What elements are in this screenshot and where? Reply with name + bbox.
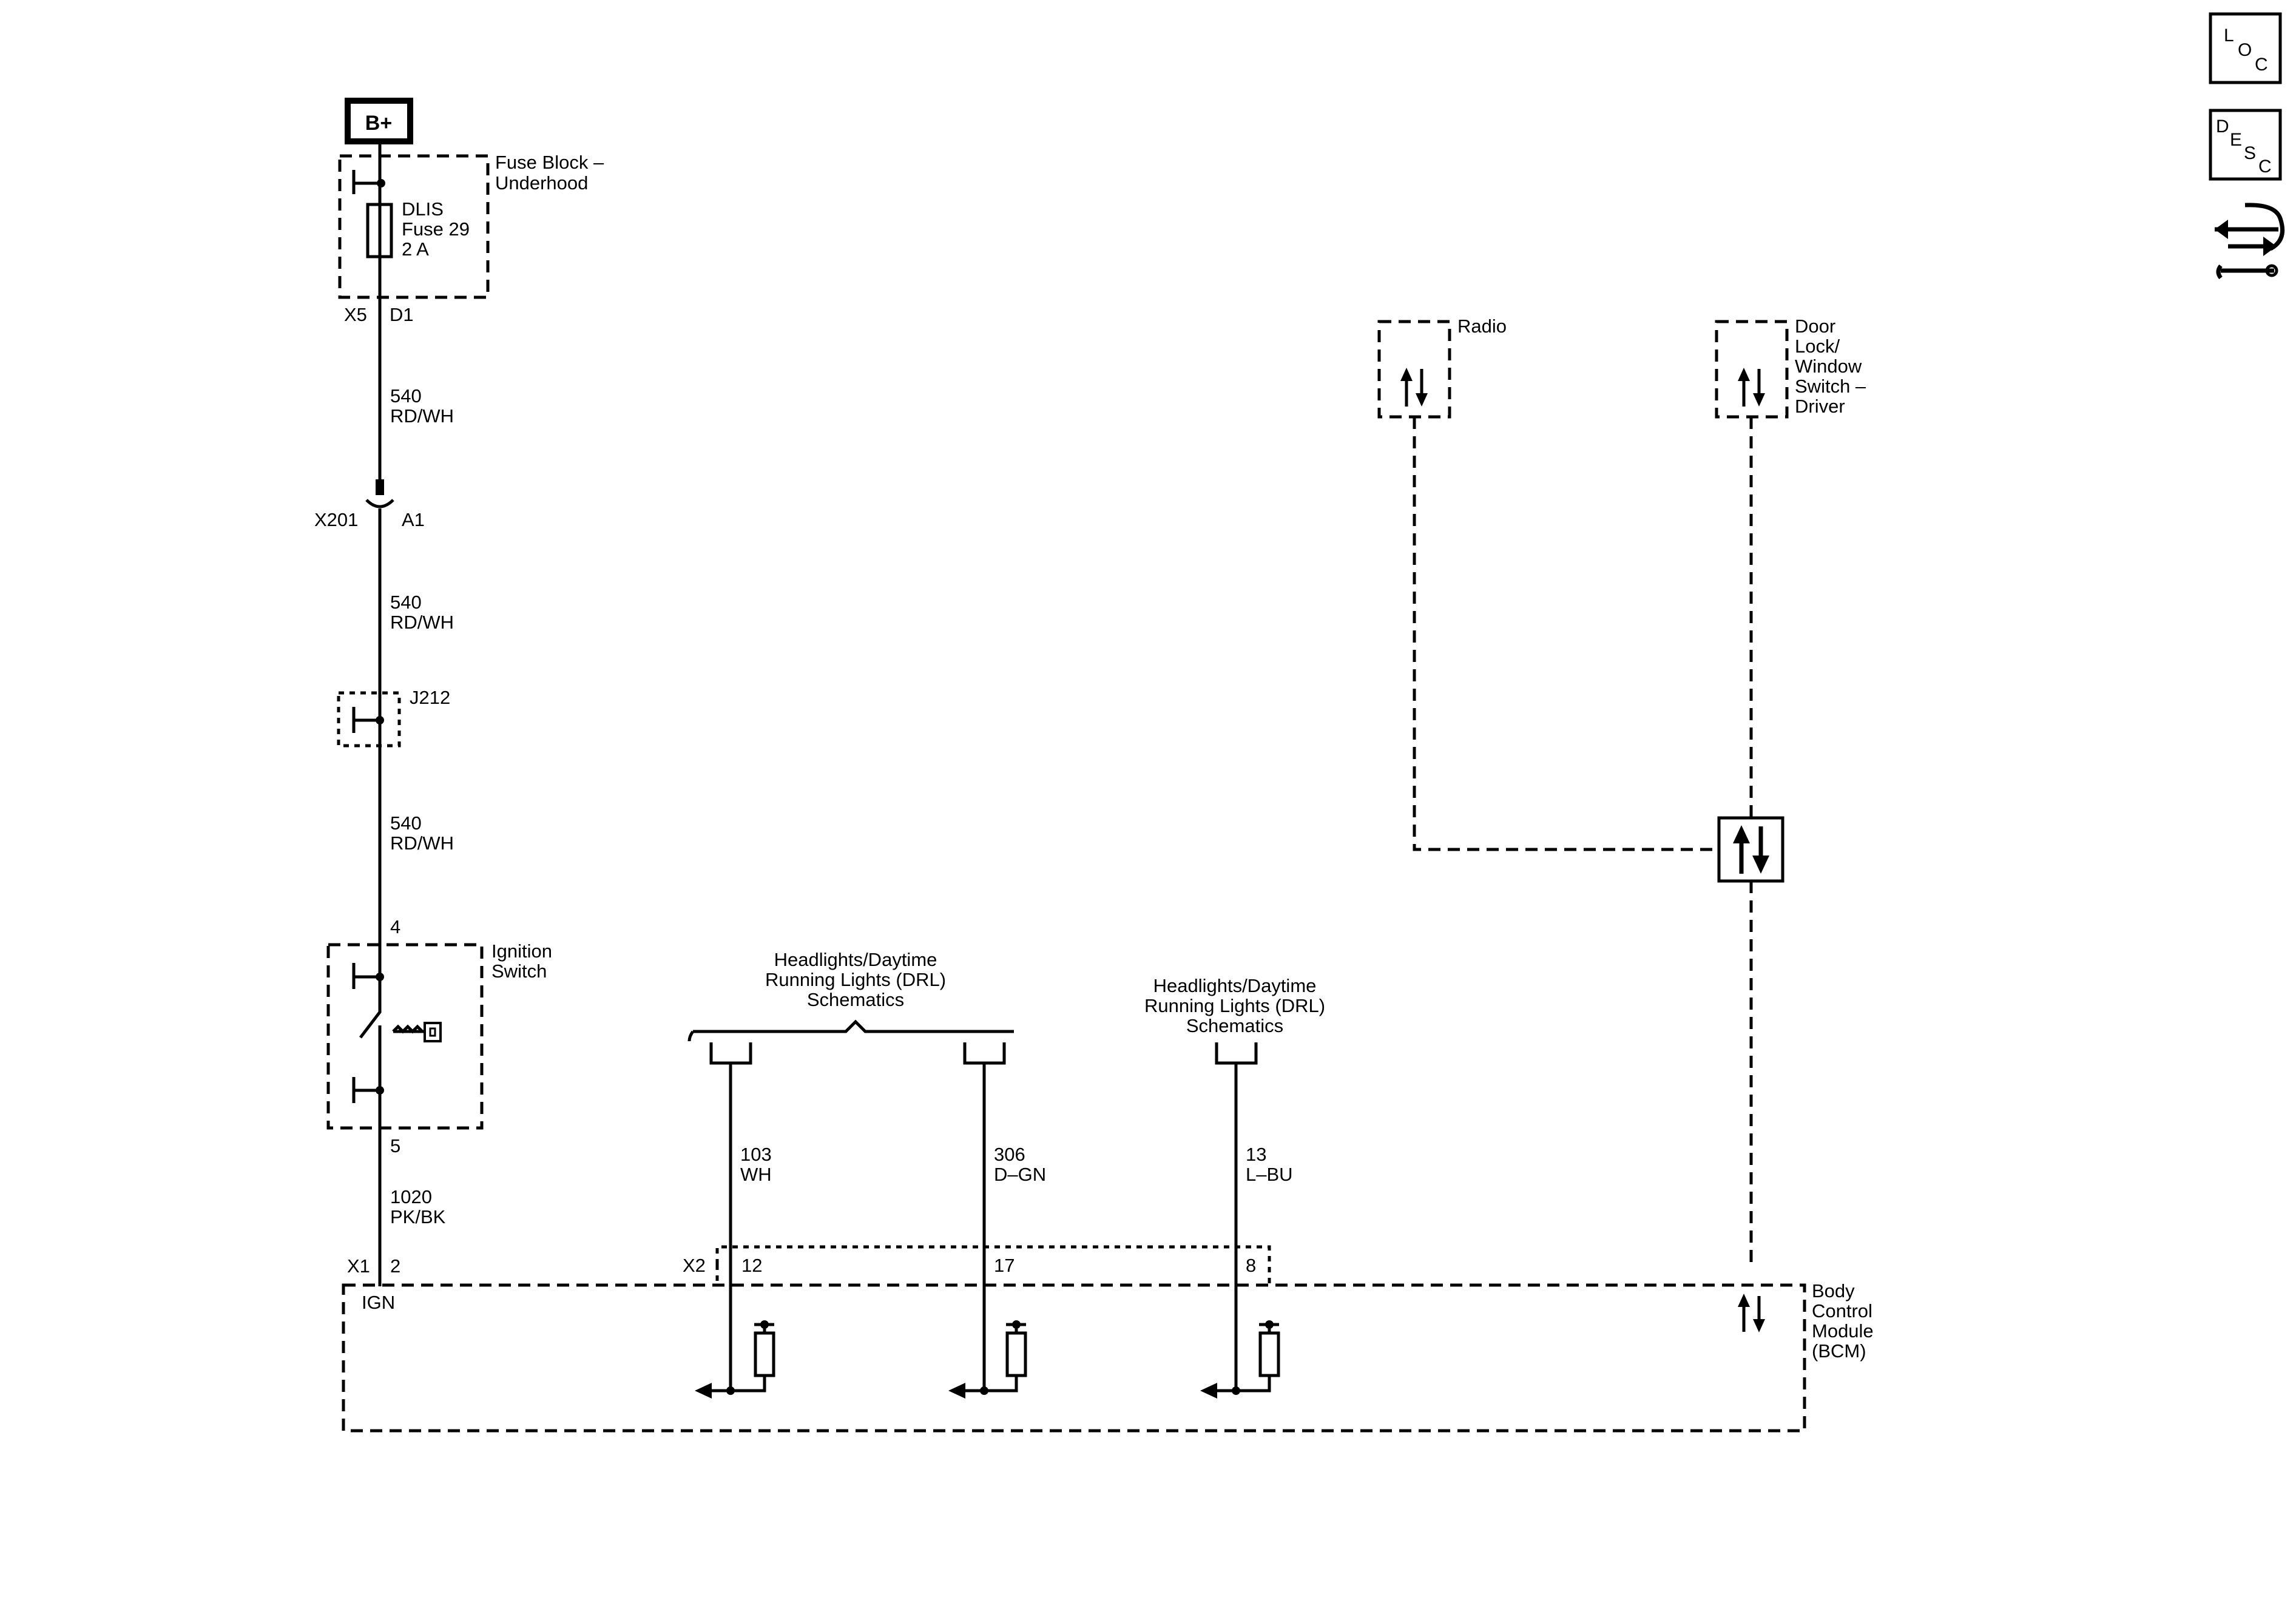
door-switch-label-l1: Door [1795,316,1835,337]
wire-540-c-circuit: 540 [390,812,422,834]
door-switch-label-l3: Window [1795,356,1862,377]
ref-right-l3: Schematics [1186,1015,1283,1036]
desc-icon-letter-d: D [2216,116,2229,137]
wire-1020-color: PK/BK [390,1206,446,1227]
bcm-label-l1: Body [1812,1280,1855,1301]
serial-data-arrows-icon [1738,1294,1765,1332]
bcm-input-circuit-306 [948,1320,1027,1399]
wire-306-circuit: 306 [994,1144,1025,1165]
wire-540-a-circuit: 540 [390,385,422,407]
splice-j212: J212 [337,687,450,748]
loc-icon[interactable]: L O C [2209,12,2282,84]
fuse-label-l1: DLIS [402,198,444,220]
x201-pin-a1: A1 [402,509,425,530]
j212-label: J212 [410,687,450,708]
key-icon [392,1022,442,1042]
loc-icon-letter-l: L [2224,25,2234,46]
fuse-pin-d1: D1 [390,304,414,325]
fuse-label-l3: 2 A [402,238,429,260]
serial-data-arrows-icon [1738,368,1765,407]
wire-540-a-color: RD/WH [390,405,454,427]
serial-data-junction [1717,816,1784,883]
wire-540-b-color: RD/WH [390,612,454,633]
ref-left-l1: Headlights/Daytime [774,949,937,970]
loc-icon-letter-o: O [2238,40,2252,60]
bcm-x1-label: X1 [347,1255,370,1277]
b-plus-label: B+ [365,112,392,135]
ignition-pin-4: 4 [390,916,400,937]
bcm-x2-label: X2 [683,1255,706,1276]
radio-module: Radio [1377,316,1507,419]
ref-right-l1: Headlights/Daytime [1153,975,1317,996]
ignition-pin-5: 5 [390,1135,400,1156]
ignition-label-l2: Switch [491,960,547,982]
wire-103-color: WH [740,1164,772,1185]
bcm-x2-pin-17: 17 [994,1255,1015,1276]
door-switch-label-l4: Switch – [1795,376,1866,397]
x201-label: X201 [314,509,358,530]
ref-left-l2: Running Lights (DRL) [765,969,946,990]
fuse-connector-x5: X5 [344,304,367,325]
bcm-ign-label: IGN [362,1292,395,1313]
bcm-input-circuit-13 [1200,1320,1280,1399]
fuse-block-label-l1: Fuse Block – [495,152,604,173]
door-switch-label-l2: Lock/ [1795,336,1840,357]
fuse-label-l2: Fuse 29 [402,218,470,240]
bcm-input-circuit-103 [695,1320,775,1399]
connector-x201: X201 A1 [314,479,425,530]
power-source-b-plus: B+ [345,98,413,144]
door-switch-label-l5: Driver [1795,396,1845,417]
drl-reference-left: Headlights/Daytime Running Lights (DRL) … [687,949,1014,1065]
bcm-label-l4: (BCM) [1812,1340,1866,1362]
ignition-switch: 4 Ignition Switch 5 [326,916,552,1156]
ref-right-l2: Running Lights (DRL) [1144,995,1325,1016]
desc-icon-letter-c: C [2258,157,2272,177]
bcm-x2-pin-12: 12 [741,1255,762,1276]
radio-label: Radio [1457,316,1507,337]
door-lock-window-switch-driver: Door Lock/ Window Switch – Driver [1715,316,1866,419]
wire-540-b-circuit: 540 [390,592,422,613]
body-control-module: X2 12 17 8 Body Control Module (BCM) [342,1245,1874,1433]
wire-540-c-color: RD/WH [390,832,454,854]
desc-icon[interactable]: D E S C [2209,109,2282,181]
fuse-block-label-l2: Underhood [495,172,588,194]
wire-306-color: D–GN [994,1164,1046,1185]
ref-left-l3: Schematics [807,989,904,1010]
drl-reference-right: Headlights/Daytime Running Lights (DRL) … [1144,975,1325,1065]
bcm-label-l3: Module [1812,1320,1874,1342]
data-link-tools-icon[interactable] [2215,203,2284,280]
loc-icon-letter-c: C [2255,55,2268,75]
serial-data-line-radio [1413,417,1719,851]
desc-icon-letter-e: E [2230,130,2242,150]
ignition-label-l1: Ignition [491,940,552,962]
bcm-label-l2: Control [1812,1300,1872,1322]
wire-13-color: L–BU [1246,1164,1293,1185]
bcm-x2-pin-8: 8 [1246,1255,1256,1276]
wire-103-circuit: 103 [740,1144,772,1165]
wire-1020-circuit: 1020 [390,1186,432,1207]
wire-13-circuit: 13 [1246,1144,1266,1165]
bcm-x1-pin-2: 2 [390,1255,400,1277]
fuse-block-underhood: Fuse Block – Underhood DLIS Fuse 29 2 A [338,152,604,299]
serial-data-arrows-icon [1400,368,1428,407]
desc-icon-letter-s: S [2244,143,2256,163]
